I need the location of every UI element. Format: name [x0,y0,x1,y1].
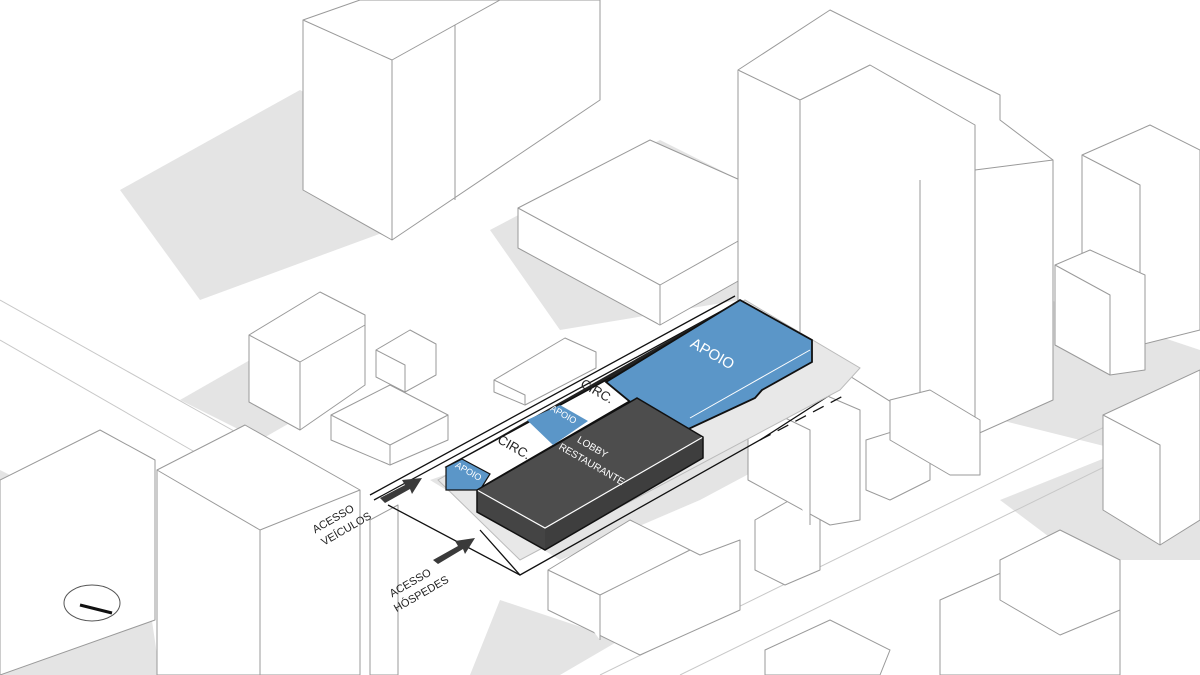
support-zone-mid [527,405,588,445]
arrow-icon [380,478,475,564]
support-zone-small [445,458,491,491]
lobby-restaurant-block [476,397,704,551]
north-arrow-icon [63,584,121,622]
site-boundary [369,295,846,576]
